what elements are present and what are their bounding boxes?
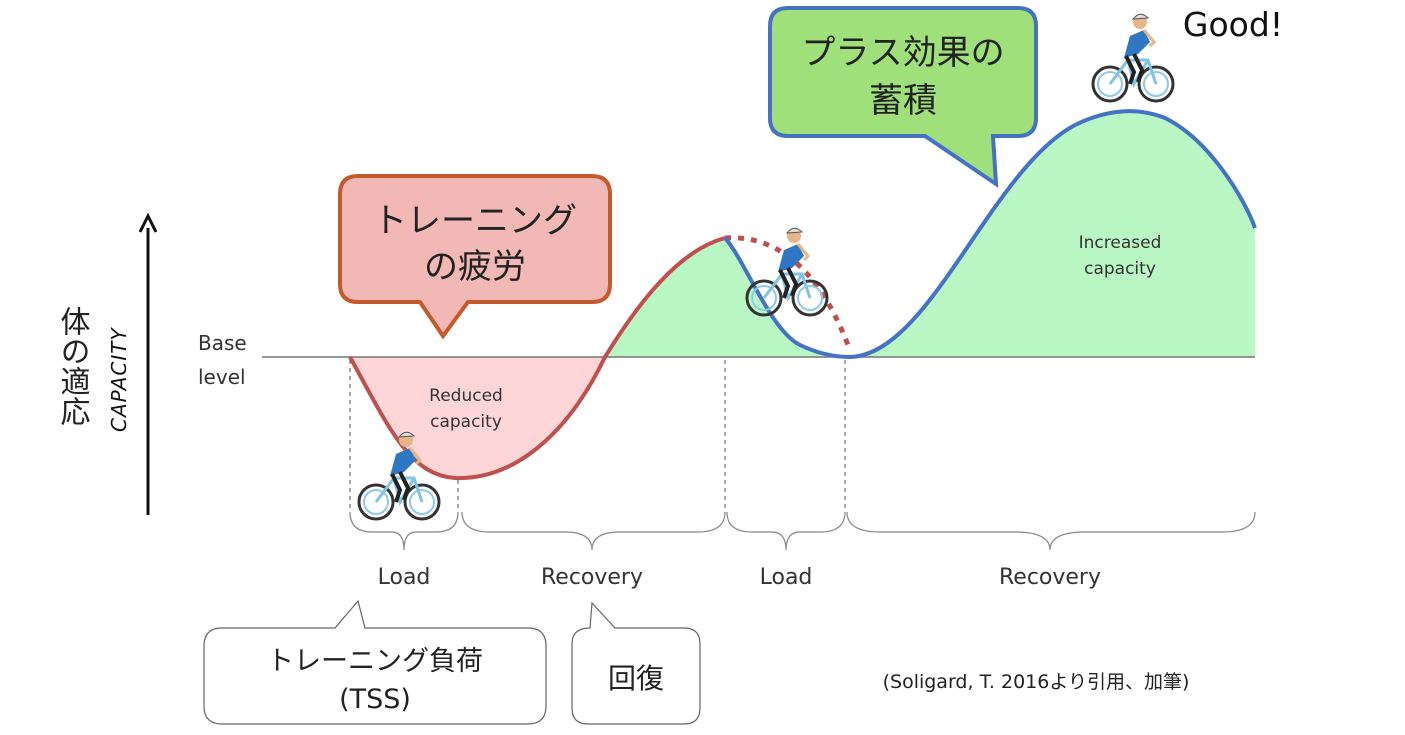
y-axis-label-jp: 体の適応: [55, 306, 91, 426]
load-callout-line2: (TSS): [339, 684, 411, 715]
fatigue-callout-line1: トレーニング: [373, 201, 577, 241]
fatigue-callout-line2: の疲労: [424, 247, 526, 287]
reduced-capacity-label-1: Reduced: [429, 386, 503, 406]
recovery-callout: 回復: [571, 601, 701, 725]
gain-callout: プラス効果の 蓄積: [768, 6, 1038, 188]
good-label: Good!: [1183, 5, 1283, 44]
adaptation-curve: [723, 109, 1257, 360]
gain-callout-line2: 蓄積: [869, 81, 937, 121]
base-level-label-1: Base: [198, 331, 247, 355]
cyclist-icon: [1091, 12, 1175, 104]
increased-capacity-area: [850, 111, 1255, 357]
phase-label-load-1: Load: [378, 565, 431, 590]
y-axis-label-en: CAPACITY: [107, 327, 131, 432]
increased-capacity-label-1: Increased: [1079, 233, 1162, 253]
y-axis-arrow: [138, 212, 158, 515]
load-callout: トレーニング負荷 (TSS): [203, 599, 547, 725]
increased-capacity-label-2: capacity: [1084, 259, 1156, 279]
reduced-capacity-area: [350, 357, 605, 479]
phase-label-recovery-2: Recovery: [999, 565, 1101, 590]
citation: (Soligard, T. 2016より引用、加筆): [883, 671, 1190, 693]
recovery-callout-text: 回復: [608, 662, 664, 695]
phase-label-recovery-1: Recovery: [541, 565, 643, 590]
load-callout-line1: トレーニング負荷: [267, 646, 483, 677]
gain-callout-line1: プラス効果の: [801, 33, 1004, 73]
phase-label-load-2: Load: [760, 565, 813, 590]
fatigue-callout: トレーニング の疲労: [338, 174, 612, 340]
phase-braces: [349, 511, 1256, 551]
base-level-label-2: level: [198, 365, 246, 389]
increased-area-1: [605, 238, 850, 357]
phase-dividers: [349, 360, 846, 515]
reduced-capacity-label-2: capacity: [430, 412, 502, 432]
